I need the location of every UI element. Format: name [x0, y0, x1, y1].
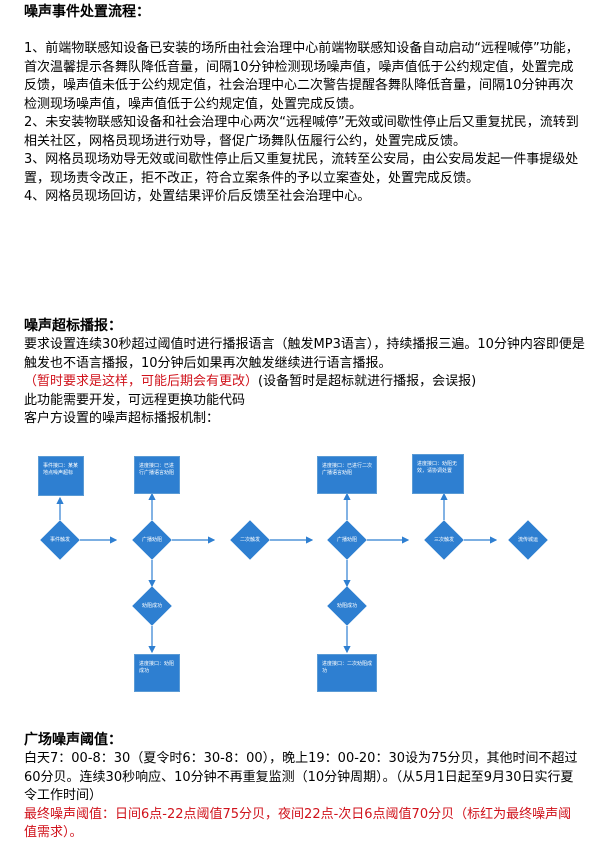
- flow-diamond-forward-city: 流传城运: [508, 520, 548, 560]
- broadcast-red-note: （暂时要求是这样，可能后期会有更改）: [24, 374, 259, 389]
- section-threshold: 广场噪声阈值： 白天7：00-8：30（夏令时6：30-8：00），晚上19：0…: [24, 730, 584, 843]
- process-item-4: 4、网格员现场回访，处置结果评价后反馈至社会治理中心。: [24, 189, 371, 204]
- flow-box-progress-1: 进度接口：已进行广播语言劝阻: [134, 456, 180, 494]
- flow-box-success-1: 进度接口：劝阻成功: [134, 654, 180, 692]
- flow-diamond-broadcast-2: 广播劝阻: [327, 520, 367, 560]
- broadcast-line-4: 客户方设置的噪声超标播报机制：: [24, 411, 220, 426]
- process-item-3: 3、网格员现场劝导无效或间歇性停止后又重复扰民，流转至公安局，由公安局发起一件事…: [24, 152, 579, 186]
- flow-box-progress-2: 进度接口：已进行二次广播语言劝阻: [317, 456, 377, 494]
- flowchart-connectors: [56, 492, 498, 654]
- flow-diamond-success-1: 劝阻成功: [132, 586, 172, 626]
- section-title-process: 噪声事件处置流程：: [24, 4, 150, 20]
- broadcast-note: (设备暂时是超标就进行播报，会误报): [258, 374, 477, 389]
- flow-diamond-success-2: 劝阻成功: [327, 586, 367, 626]
- process-list: 1、前端物联感知设备已安装的场所由社会治理中心前端物联感知设备自动启动“远程喊停…: [24, 40, 584, 207]
- flow-diamond-event: 事件触发: [40, 520, 80, 560]
- section-title-threshold: 广场噪声阈值：: [24, 732, 122, 748]
- flow-diamond-third-trigger: 三次触发: [424, 520, 464, 560]
- section-broadcast: 噪声超标播报： 要求设置连续30秒超过阈值时进行播报语言（触发MP3语言），持续…: [24, 316, 586, 429]
- broadcast-line-1: 要求设置连续30秒超过阈值时进行播报语言（触发MP3语言），持续播报三遍。10分…: [24, 337, 585, 371]
- process-item-1: 1、前端物联感知设备已安装的场所由社会治理中心前端物联感知设备自动启动“远程喊停…: [24, 41, 579, 112]
- process-item-2: 2、未安装物联感知设备和社会治理中心两次“远程喊停”无效或间歇性停止后又重复扰民…: [24, 115, 579, 149]
- threshold-red-line: 最终噪声阈值：日间6点-22点阈值75分贝，夜间22点-次日6点阈值70分贝（标…: [24, 806, 572, 841]
- flow-box-event-api: 事件接口：某某地点噪声超标: [38, 456, 84, 496]
- broadcast-line-2: （暂时要求是这样，可能后期会有更改）(设备暂时是超标就进行播报，会误报): [24, 373, 586, 392]
- flow-box-progress-3: 进度接口：劝阻无效，请协调处置: [412, 454, 464, 494]
- section-title-broadcast: 噪声超标播报：: [24, 318, 122, 334]
- broadcast-flowchart: 事件接口：某某地点噪声超标 进度接口：已进行广播语言劝阻 进度接口：已进行二次广…: [24, 446, 584, 700]
- flow-diamond-second-trigger: 二次触发: [230, 520, 270, 560]
- broadcast-line-3: 此功能需要开发，可远程更换功能代码: [24, 392, 246, 408]
- section-process: 噪声事件处置流程：: [24, 2, 584, 22]
- flow-box-success-2: 进度接口：二次劝阻成功: [317, 654, 377, 692]
- flow-diamond-broadcast-1: 广播劝阻: [132, 520, 172, 560]
- threshold-line-1: 白天7：00-8：30（夏令时6：30-8：00），晚上19：00-20：30设…: [24, 751, 578, 803]
